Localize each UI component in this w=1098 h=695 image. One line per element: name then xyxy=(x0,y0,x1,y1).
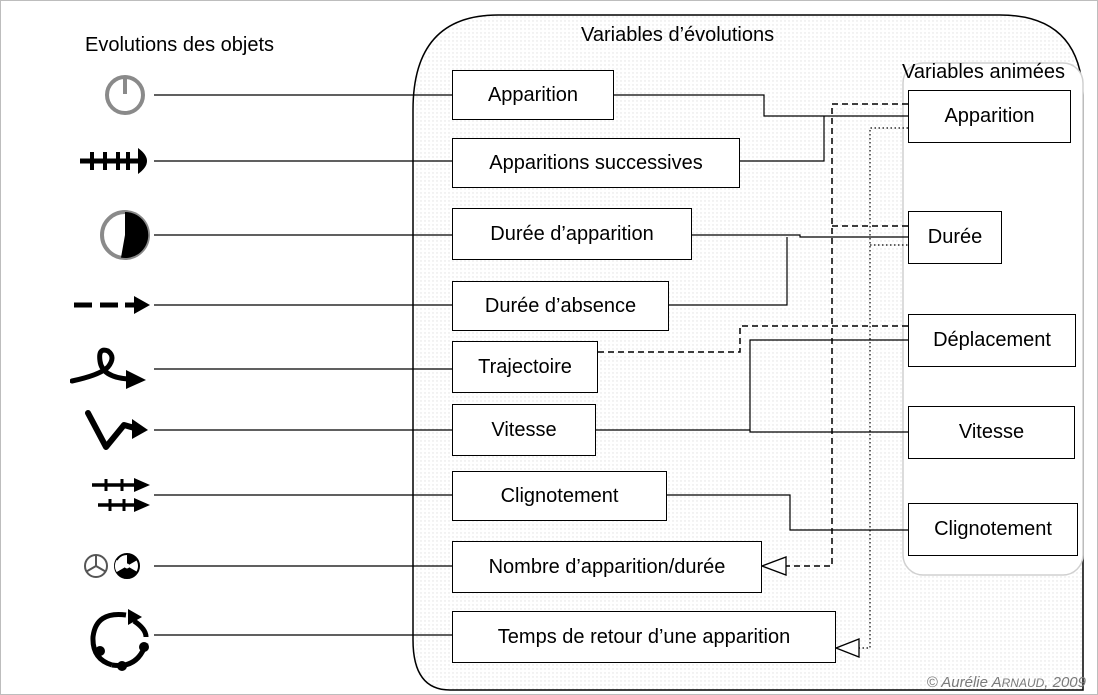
double-dashed-arrows-icon xyxy=(92,478,150,512)
evolution-variables-header: Variables d’évolutions xyxy=(581,24,775,46)
copyright-name-caps: rnaud xyxy=(1001,676,1045,690)
evolution-box-duree-apparition[interactable]: Durée d’apparition xyxy=(452,208,692,260)
evolution-box-nombre-apparition-duree[interactable]: Nombre d’apparition/durée xyxy=(452,541,762,593)
objects-header: Evolutions des objets xyxy=(85,34,275,56)
power-symbol-icon xyxy=(105,75,145,115)
arrowhead-nombre xyxy=(760,556,787,576)
evolution-box-clignotement[interactable]: Clignotement xyxy=(452,471,667,521)
animated-box-duree[interactable]: Durée xyxy=(908,211,1002,264)
animated-box-deplacement[interactable]: Déplacement xyxy=(908,314,1076,367)
repeated-ticks-arrow-icon xyxy=(80,148,147,174)
speed-zigzag-arrow-icon xyxy=(85,410,148,450)
copyright-suffix: , 2009 xyxy=(1044,674,1086,691)
dashed-mapping-connectors xyxy=(598,103,908,567)
rotating-disc-pair-icon xyxy=(84,553,140,579)
animated-variables-header: Variables animées xyxy=(902,61,1066,83)
loop-trajectory-icon xyxy=(70,347,146,389)
copyright-prefix: © Aurélie A xyxy=(926,674,1002,691)
arrowhead-temps xyxy=(834,638,860,658)
evolution-box-trajectoire[interactable]: Trajectoire xyxy=(452,341,598,393)
animated-box-clignotement[interactable]: Clignotement xyxy=(908,503,1078,556)
solid-mapping-connectors xyxy=(596,94,908,531)
evolution-box-apparition[interactable]: Apparition xyxy=(452,70,614,120)
evolution-box-apparitions-successives[interactable]: Apparitions successives xyxy=(452,138,740,188)
circular-return-arrows-icon xyxy=(90,609,149,671)
animated-box-apparition[interactable]: Apparition xyxy=(908,90,1071,143)
evolution-box-temps-retour[interactable]: Temps de retour d’une apparition xyxy=(452,611,836,663)
pie-clock-icon xyxy=(100,210,150,260)
dashed-arrow-icon xyxy=(74,296,150,314)
animated-box-vitesse[interactable]: Vitesse xyxy=(908,406,1075,459)
evolution-box-duree-absence[interactable]: Durée d’absence xyxy=(452,281,669,331)
evolution-box-vitesse[interactable]: Vitesse xyxy=(452,404,596,456)
icon-connectors xyxy=(154,94,452,636)
copyright-notice: © Aurélie Arnaud, 2009 xyxy=(927,674,1086,691)
